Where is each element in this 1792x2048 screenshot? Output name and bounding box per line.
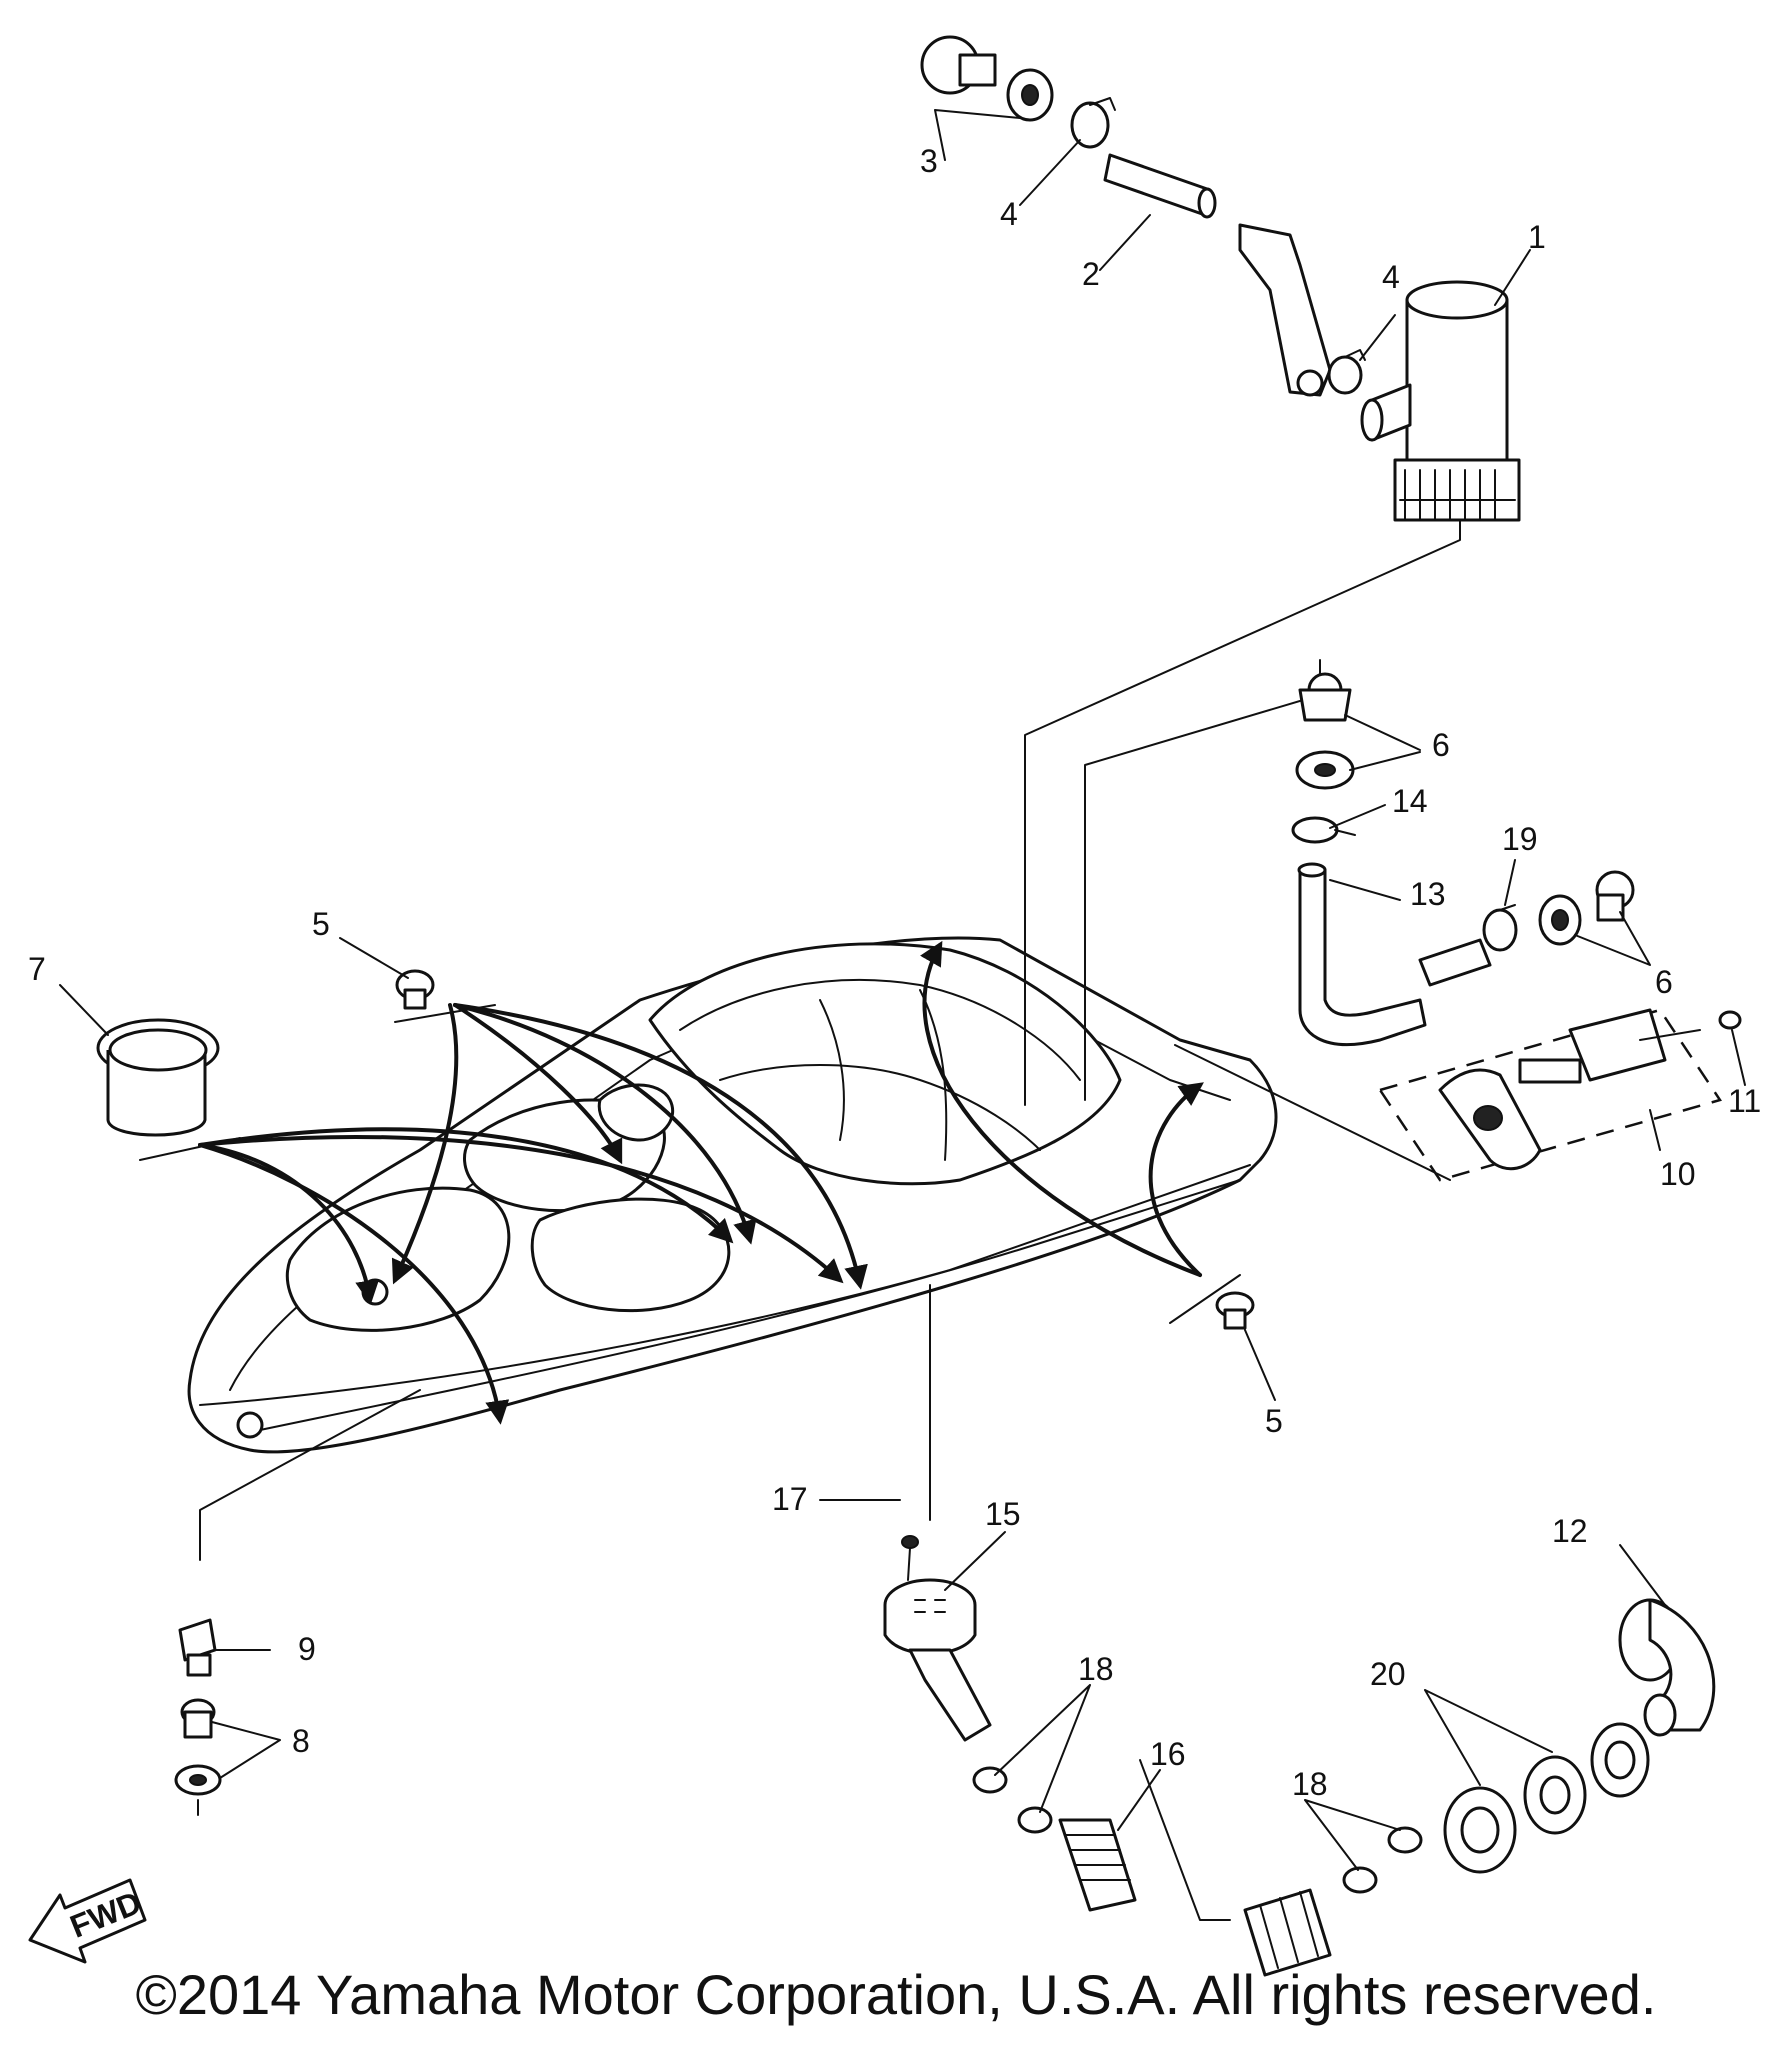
plug-5-top	[395, 969, 435, 1010]
drain-valve-assembly	[1378, 1008, 1742, 1182]
hose-clamps	[1070, 97, 1366, 395]
location-arrows	[139, 940, 1241, 1425]
callout-2: 2	[1082, 256, 1100, 292]
screw	[901, 1535, 919, 1581]
callout-18b: 18	[1292, 1766, 1328, 1802]
water-strainer	[883, 1578, 992, 1742]
callout-12: 12	[1552, 1513, 1588, 1549]
callout-13: 13	[1410, 876, 1446, 912]
plug-5-bottom	[1215, 1291, 1255, 1330]
callout-1: 1	[1528, 219, 1546, 255]
callout-19: 19	[1502, 821, 1538, 857]
bilge-pump	[1360, 280, 1521, 522]
callout-14: 14	[1392, 783, 1428, 819]
callout-4a: 4	[1000, 196, 1018, 232]
callout-5a: 5	[312, 906, 330, 942]
callout-4b: 4	[1382, 259, 1400, 295]
hose-fitting-top	[920, 35, 1054, 122]
callout-3: 3	[920, 143, 938, 179]
outlet-fitting	[1443, 1598, 1716, 1874]
callout-17: 17	[772, 1481, 808, 1517]
drain-plug-left	[174, 1618, 222, 1816]
callout-18a: 18	[1078, 1651, 1114, 1687]
callout-11: 11	[1728, 1083, 1761, 1119]
fwd-arrow-badge: FWD	[28, 1878, 147, 1964]
drain-plug-stack	[1291, 672, 1635, 1046]
bellows-hose	[972, 1766, 1423, 1977]
callout-8: 8	[292, 1723, 310, 1759]
callout-20: 20	[1370, 1656, 1406, 1692]
callout-numbers: 1 2 3 4 4 5 5 6 6 7 8 9 10 11 12 13 14 1…	[28, 143, 1761, 1802]
callout-10: 10	[1660, 1156, 1696, 1192]
callout-6a: 6	[1432, 727, 1450, 763]
callout-15: 15	[985, 1496, 1021, 1532]
copyright-footer: ©2014 Yamaha Motor Corporation, U.S.A. A…	[135, 1963, 1657, 2026]
bilge-hose	[1103, 153, 1332, 397]
cup-holder	[96, 1018, 220, 1137]
callout-6b: 6	[1655, 964, 1673, 1000]
callout-9: 9	[298, 1631, 316, 1667]
callout-5b: 5	[1265, 1403, 1283, 1439]
callout-7: 7	[28, 951, 46, 987]
callout-leaders	[59, 109, 1746, 1871]
callout-16: 16	[1150, 1736, 1186, 1772]
